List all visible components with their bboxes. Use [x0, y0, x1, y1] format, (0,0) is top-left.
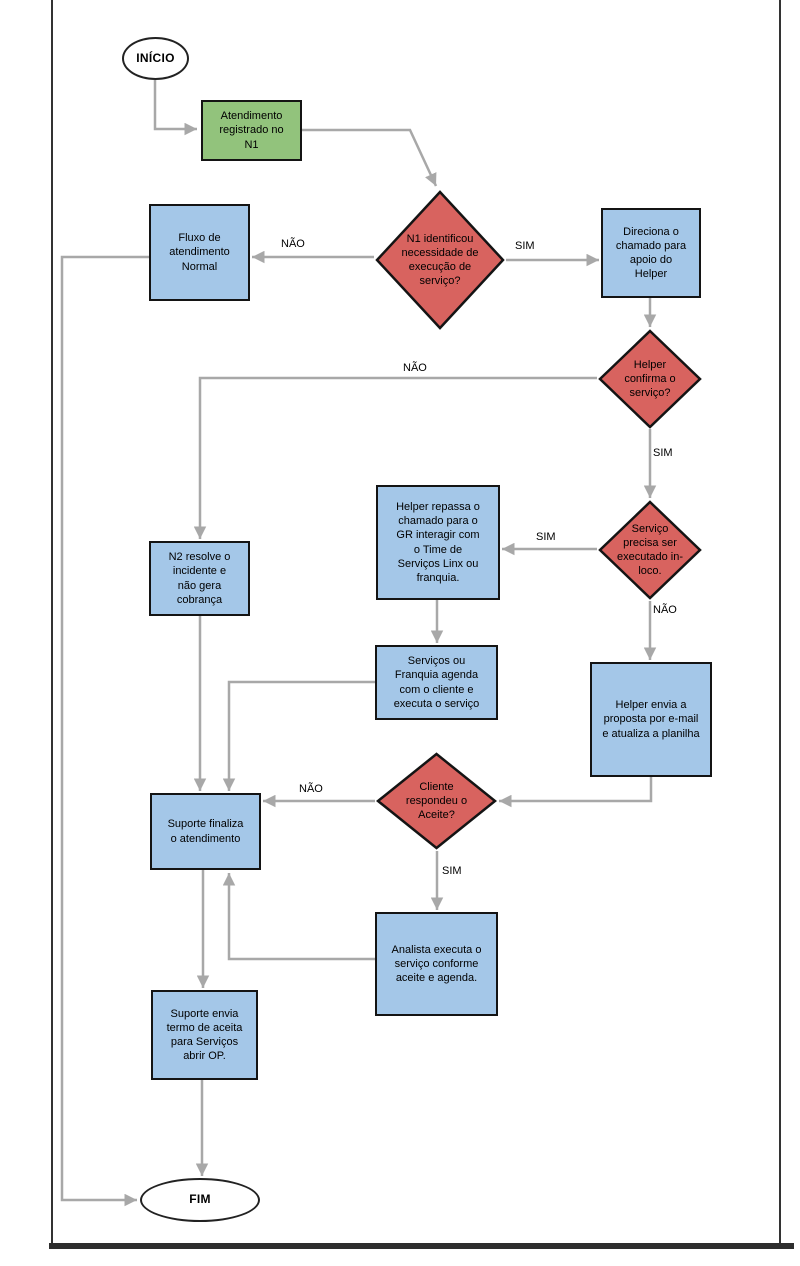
edge-label-n1-nao: NÃO [281, 238, 305, 250]
edge-helperconfirma-nao-to-n2 [193, 376, 597, 539]
decision-cliente-respondeu: Cliente respondeu o Aceite? [376, 752, 497, 850]
frame-bottom-border [49, 1243, 794, 1249]
process-servicos-franquia: Serviços ou Franquia agenda com o client… [375, 645, 498, 720]
decision-helper-confirma: Helper confirma o serviço? [598, 329, 702, 429]
decision-servico-inloco-label: Serviço precisa ser executado in- loco. [616, 522, 684, 578]
edge-inicio-to-atendimento [153, 80, 197, 136]
edge-label-aceite-nao: NÃO [299, 783, 323, 795]
edge-fluxo-to-fim [60, 255, 149, 1207]
decision-helper-confirma-label: Helper confirma o serviço? [624, 358, 676, 400]
decision-servico-inloco: Serviço precisa ser executado in- loco. [598, 500, 702, 600]
decision-n1-label: N1 identificou necessidade de execução d… [401, 232, 479, 288]
edge-label-helper-nao: NÃO [403, 362, 427, 374]
frame-right-border [779, 0, 781, 1247]
edge-atendimento-to-n1 [302, 128, 438, 187]
edge-label-aceite-sim: SIM [442, 865, 462, 877]
edge-helperenvia-to-cliente [499, 777, 653, 808]
process-analista-executa: Analista executa o serviço conforme acei… [375, 912, 498, 1016]
edge-analista-to-suportefinaliza [222, 873, 375, 961]
process-suporte-envia-termo: Suporte envia termo de aceita para Servi… [151, 990, 258, 1080]
edge-label-helper-sim: SIM [653, 447, 673, 459]
decision-cliente-respondeu-label: Cliente respondeu o Aceite? [405, 780, 468, 822]
edge-servicos-to-suportefinaliza [222, 680, 375, 791]
decision-n1-identificou: N1 identificou necessidade de execução d… [375, 190, 505, 330]
start-node: INÍCIO [122, 37, 189, 80]
process-atendimento-registrado: Atendimento registrado no N1 [201, 100, 302, 161]
process-helper-envia: Helper envia a proposta por e-mail e atu… [590, 662, 712, 777]
process-n2-resolve: N2 resolve o incidente e não gera cobran… [149, 541, 250, 616]
edge-label-n1-sim: SIM [515, 240, 535, 252]
process-helper-repassa: Helper repassa o chamado para o GR inter… [376, 485, 500, 600]
edge-label-inloco-nao: NÃO [653, 604, 677, 616]
process-suporte-finaliza: Suporte finaliza o atendimento [150, 793, 261, 870]
end-node: FIM [140, 1178, 260, 1222]
frame-left-border [51, 0, 53, 1247]
process-fluxo-normal: Fluxo de atendimento Normal [149, 204, 250, 301]
edge-label-inloco-sim: SIM [536, 531, 556, 543]
process-direciona-chamado: Direciona o chamado para apoio do Helper [601, 208, 701, 298]
